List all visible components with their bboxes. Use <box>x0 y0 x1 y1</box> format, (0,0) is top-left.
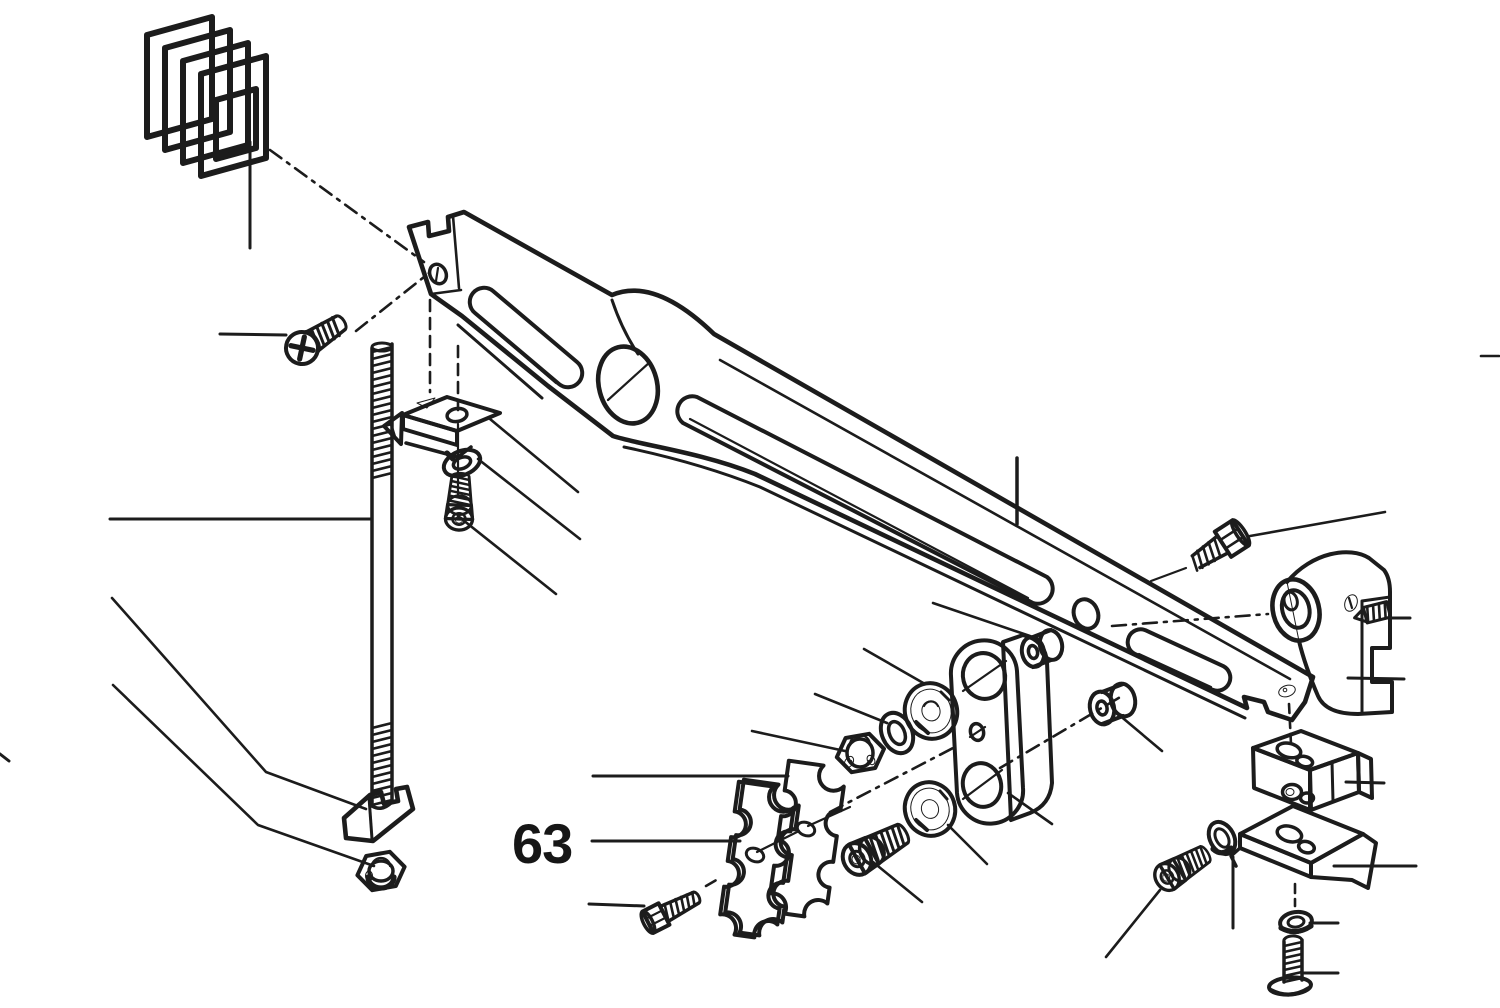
leader-clip-group <box>456 417 582 596</box>
washer-lower-right <box>1278 909 1314 935</box>
leader-clamp-block <box>1344 780 1386 785</box>
wedge-plate <box>341 784 416 844</box>
strap-bracket <box>1229 804 1378 890</box>
set-screw <box>1353 600 1392 625</box>
shim-plate-front <box>717 779 802 941</box>
clamp-block <box>1251 729 1374 812</box>
phillips-screw <box>284 314 348 366</box>
bearing-upper <box>902 681 960 741</box>
speed-nut-clip <box>382 395 502 459</box>
center-lines-left <box>268 148 460 496</box>
cap-screw-mid <box>835 815 916 882</box>
leader-hex-bolt <box>1248 510 1387 538</box>
hex-screw-small <box>639 890 702 935</box>
threaded-rod <box>370 341 394 810</box>
hex-bolt <box>1149 518 1252 583</box>
leaders-callout-63 <box>587 774 790 908</box>
clamp-cylinder <box>1270 550 1394 716</box>
spacer-bushing-rear <box>1087 681 1138 727</box>
leaders-bottom-left <box>0 596 376 868</box>
bearing-lower <box>902 780 958 838</box>
buffer-pad-stack <box>144 14 269 179</box>
leader-phillips-screw <box>218 332 288 337</box>
lock-washer <box>441 447 483 479</box>
leaders-mid-cluster <box>750 601 1164 904</box>
center-lines-right <box>1287 702 1297 908</box>
cap-screw-right <box>1148 838 1217 897</box>
cap-screw-upper <box>443 470 476 533</box>
machine-screw-bottom <box>1267 934 1313 997</box>
hex-nut-lower <box>355 849 407 893</box>
control-arm <box>406 209 1316 723</box>
spacer-bushing-front <box>1019 628 1065 669</box>
link-plate <box>948 633 1054 826</box>
leaders-clamp-cylinder <box>1346 616 1412 681</box>
callout-63-label: 63 <box>512 812 572 875</box>
washer-upper-right <box>1206 819 1238 857</box>
leader-cap-screw-right <box>1104 888 1162 959</box>
hex-nut-mid <box>834 731 886 775</box>
